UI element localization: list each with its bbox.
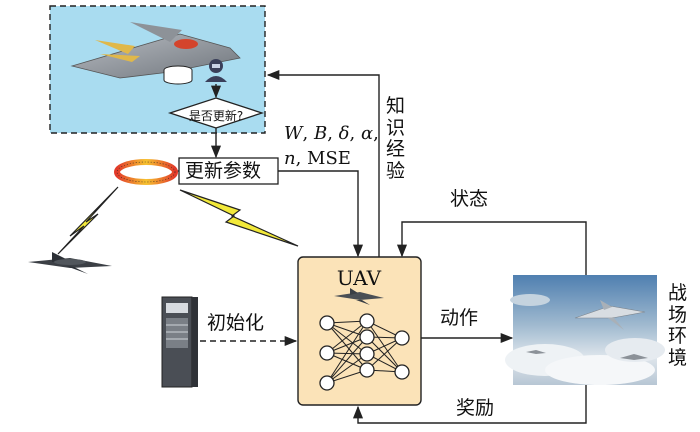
param-n: n (284, 148, 296, 169)
fighter-jet-image (70, 22, 241, 79)
edge-knowledge (266, 69, 380, 257)
state-label: 状态 (450, 188, 489, 210)
knowledge-label: 知 识 经 验 (386, 95, 406, 182)
edge-state (396, 221, 587, 275)
database-icon (163, 65, 193, 85)
lightning-right-icon (179, 189, 299, 247)
server-icon (161, 296, 198, 388)
param-mse: MSE (307, 148, 351, 169)
battlefield-image (505, 275, 665, 385)
params-line-1: W, B, δ, α, (284, 123, 379, 144)
params-line-2: n, MSE (284, 148, 351, 169)
pilot-icon (205, 59, 227, 82)
lightning-left-icon (57, 186, 119, 255)
drone-image (28, 252, 112, 274)
ring-icon (114, 159, 178, 185)
battlefield-label: 战 场 环 境 (668, 282, 688, 369)
decision-label: 是否更新? (188, 109, 244, 123)
edge-reward (352, 385, 587, 424)
uav-box (297, 256, 422, 406)
param-delta: δ (338, 123, 350, 144)
neural-network-icon (319, 313, 410, 391)
action-label: 动作 (440, 307, 479, 329)
param-b: B (313, 123, 328, 144)
uav-title: UAV (336, 266, 382, 290)
reward-label: 奖励 (456, 397, 495, 419)
edge-params-uav (278, 170, 364, 258)
uav-jet-icon (334, 288, 384, 305)
param-alpha: α (360, 123, 374, 144)
param-w: W (284, 123, 303, 144)
update-params-label: 更新参数 (185, 160, 262, 182)
init-label: 初始化 (207, 312, 265, 334)
